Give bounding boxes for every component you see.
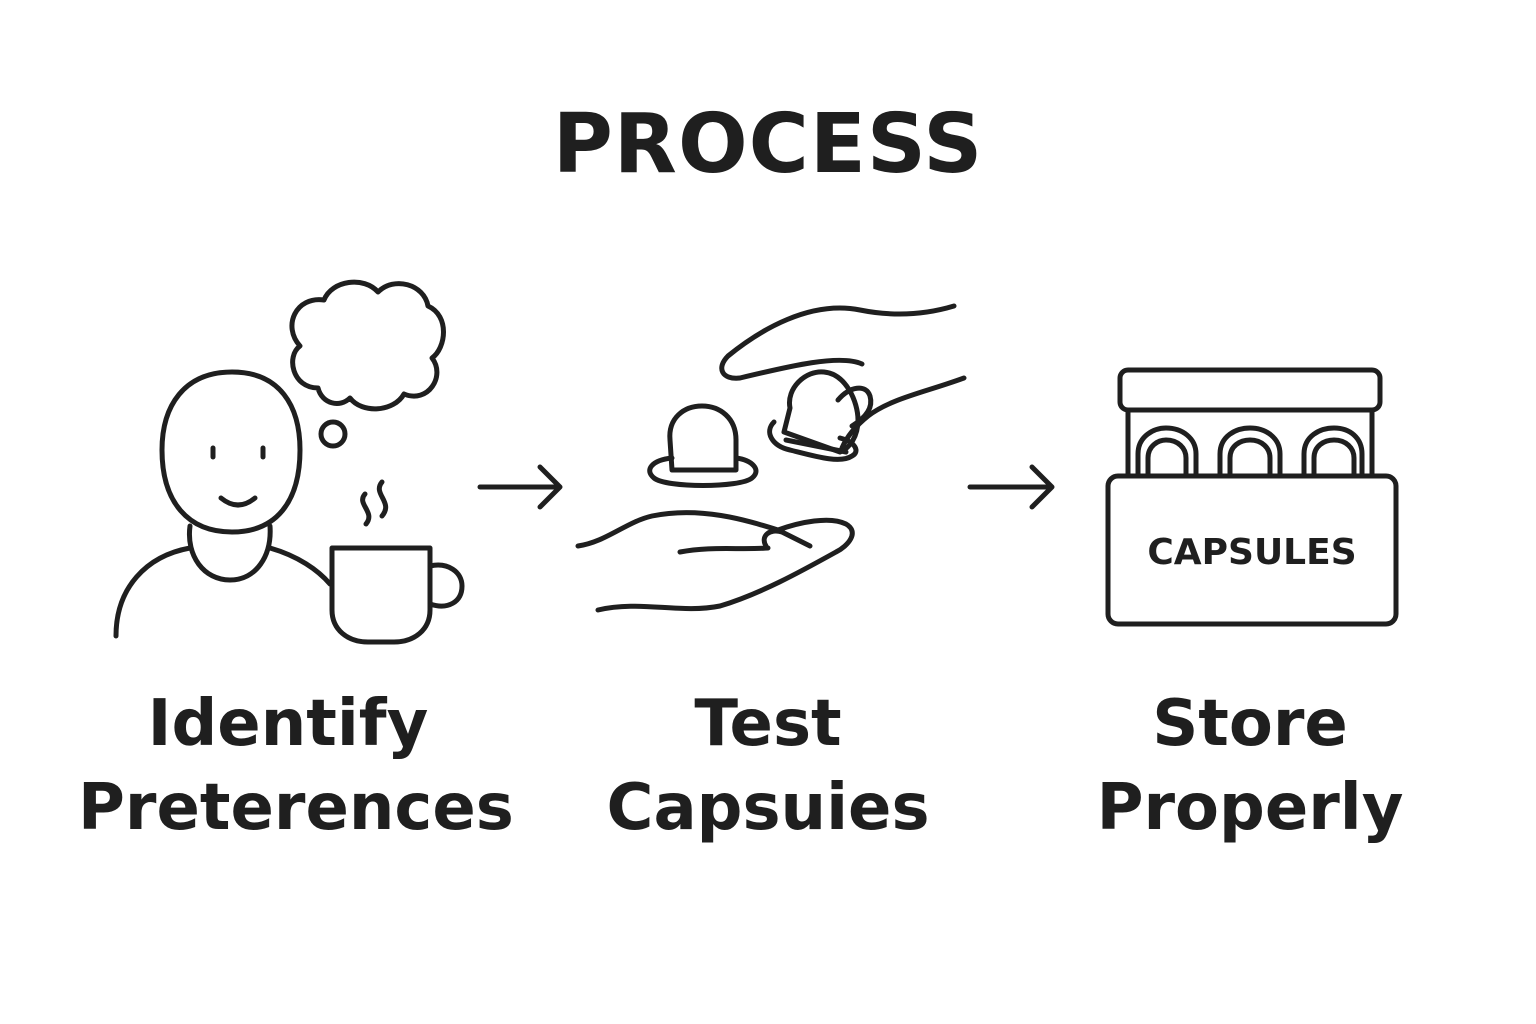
step-label-test-capsules: Test Capsuies xyxy=(558,682,978,850)
coffee-cup-icon xyxy=(329,545,433,645)
step-label-line: Preterences xyxy=(78,771,514,845)
box-lid-icon xyxy=(1117,367,1383,413)
box-label: CAPSULES xyxy=(1147,532,1356,573)
person-head-icon xyxy=(159,369,303,535)
arrow-right-icon xyxy=(477,464,563,510)
hands-exchanging-capsules-icon xyxy=(575,303,967,613)
steam-icon xyxy=(360,491,372,527)
step-label-line: Properly xyxy=(1096,771,1404,845)
thought-cloud-icon xyxy=(289,279,446,412)
capsule-icon xyxy=(1135,425,1199,479)
page-title: PROCESS xyxy=(552,97,984,192)
step-label-line: Capsuies xyxy=(606,771,930,845)
step-label-line: Test xyxy=(694,687,842,761)
step-label-store-properly: Store Properly xyxy=(1040,682,1460,850)
person-neck-icon xyxy=(186,523,273,583)
upper-hand-icon xyxy=(719,303,957,381)
capsule-icon xyxy=(1301,425,1365,479)
arrow-right-icon xyxy=(967,464,1055,510)
capsule-icon xyxy=(1217,425,1283,479)
step-label-line: Store xyxy=(1152,687,1348,761)
lower-hand-icon xyxy=(575,510,855,613)
capsule-storage-box-icon: CAPSULES xyxy=(1105,367,1399,627)
step-label-line: Identify xyxy=(147,687,429,761)
step-label-identify-preferences: Identify Preterences xyxy=(78,682,514,850)
capsule-icon xyxy=(767,369,861,462)
box-front-icon xyxy=(1105,473,1399,627)
person-body-icon xyxy=(113,545,193,639)
person-thinking-with-coffee-icon xyxy=(113,279,465,645)
thought-bubble-icon xyxy=(318,419,348,449)
capsule-icon xyxy=(647,403,759,488)
